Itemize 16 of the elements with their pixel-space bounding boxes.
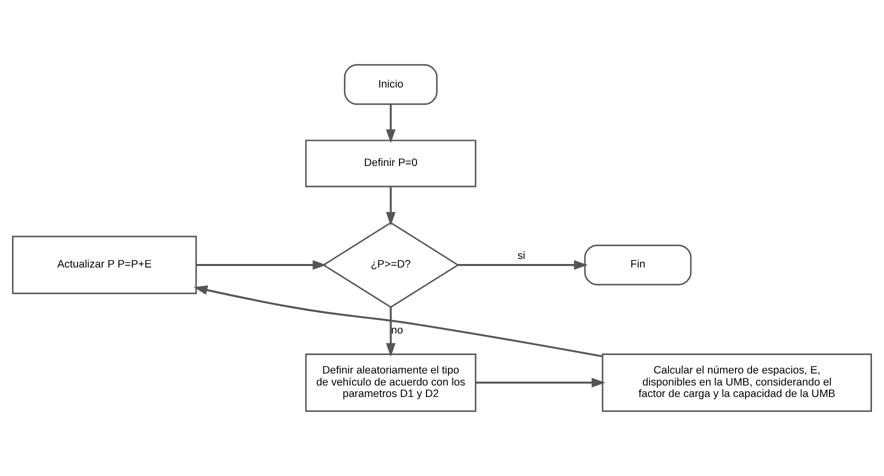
node-box: Definir aleatoriamente el tipo de vehículo de acuerdo con los parametros D1 y D2 xyxy=(305,353,476,412)
arrow xyxy=(386,186,396,226)
arrow xyxy=(386,104,396,144)
node-box: Inicio xyxy=(344,64,438,105)
edge-label: si xyxy=(518,250,526,262)
node-box: Definir P=0 xyxy=(305,140,476,188)
arrow xyxy=(386,307,396,357)
edge-label: no xyxy=(391,324,404,336)
node-diamond: ¿P>=D? xyxy=(322,222,460,308)
arrow xyxy=(476,378,606,388)
node-box: Fin xyxy=(584,244,692,286)
arrow xyxy=(196,260,326,270)
node-box: Actualizar P P=P+E xyxy=(12,236,197,294)
arrow xyxy=(194,285,602,358)
arrow xyxy=(458,260,588,270)
node-box: Calcular el número de espacios, E, disponibles en la UMB, considerando el factor de carga y la capacidad de la UMB xyxy=(602,353,872,412)
